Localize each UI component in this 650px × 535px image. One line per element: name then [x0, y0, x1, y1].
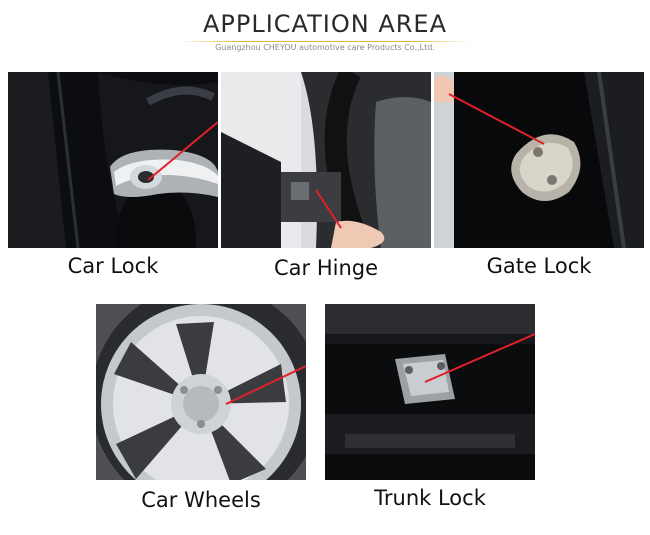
caption-car-hinge: Car Hinge: [273, 256, 379, 280]
caption-car-lock: Car Lock: [67, 254, 159, 278]
title-underline: [178, 41, 472, 42]
company-subtitle: Guangzhou CHEYOU automotive care Product…: [215, 43, 435, 52]
car-lock-photo: [8, 72, 218, 248]
trunk-lock-photo: [325, 304, 535, 480]
caption-gate-lock: Gate Lock: [486, 254, 592, 278]
gate-lock-photo: [434, 72, 644, 248]
caption-trunk-lock: Trunk Lock: [374, 486, 486, 510]
header: APPLICATION AREA Guangzhou CHEYOU automo…: [0, 0, 650, 60]
page-title: APPLICATION AREA: [202, 10, 447, 38]
caption-car-wheels: Car Wheels: [141, 488, 261, 512]
car-wheels-photo: [96, 304, 306, 480]
car-hinge-photo: [221, 72, 431, 248]
